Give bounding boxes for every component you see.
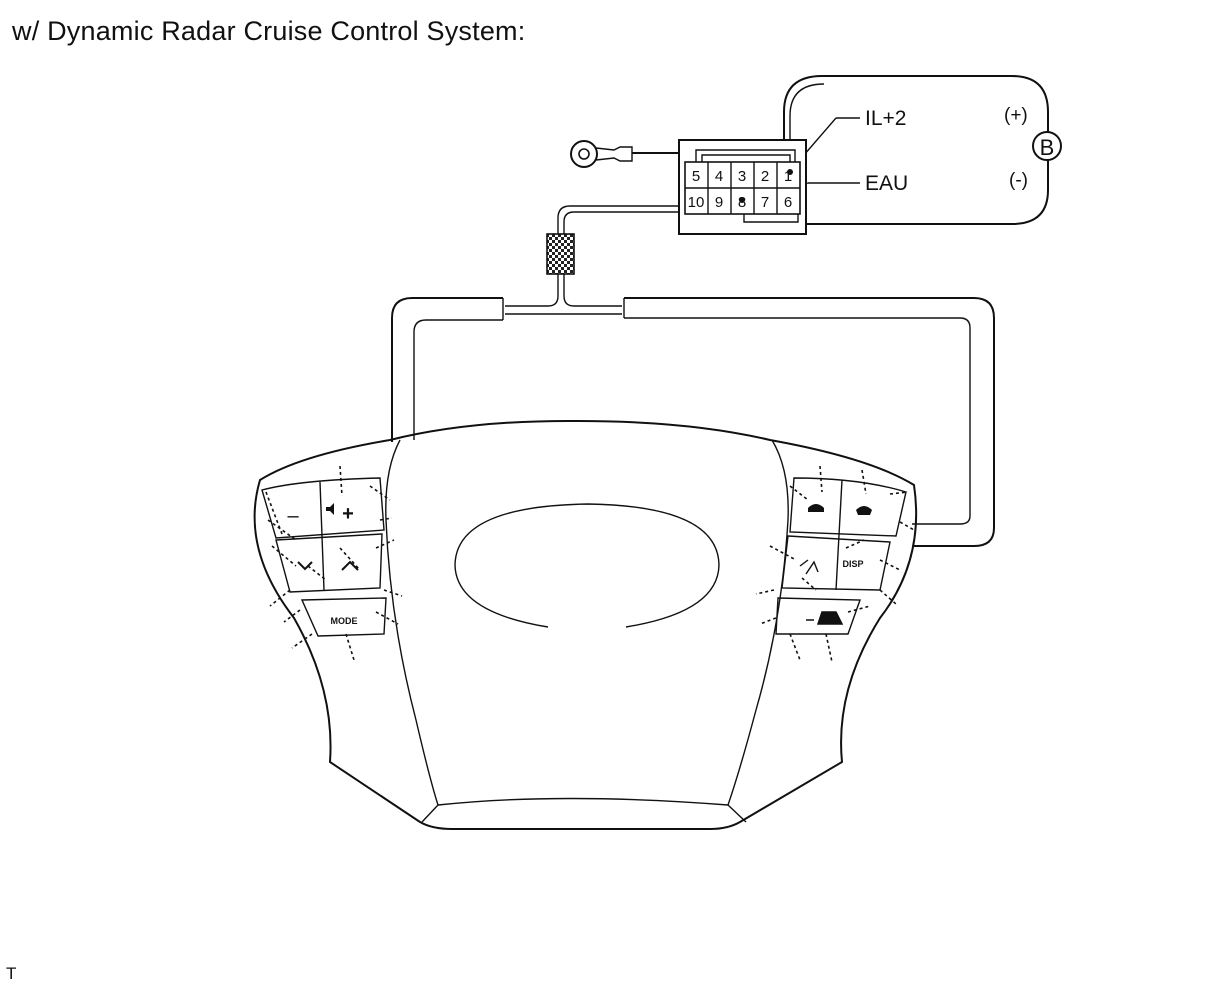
seek-down-icon[interactable] — [297, 561, 313, 571]
harness-left-loop — [391, 297, 503, 442]
pin-3: 3 — [738, 168, 746, 185]
corner-mark: T — [6, 964, 17, 983]
pin-1: 1 — [784, 168, 792, 185]
harness-right-loop — [624, 297, 995, 547]
eau-terminal-label: EAU — [865, 172, 908, 195]
pin-2: 2 — [761, 168, 769, 185]
harness-drop — [557, 205, 679, 234]
harness-clamp — [546, 233, 575, 275]
il2-terminal-label: IL+2 — [865, 107, 906, 130]
mode-button[interactable]: MODE — [331, 616, 358, 626]
pin-6: 6 — [784, 194, 792, 211]
emblem-oval — [454, 503, 720, 628]
voice-command-icon[interactable] — [799, 559, 819, 575]
left-switch-cluster — [261, 465, 403, 661]
harness-left-loop-inner — [413, 319, 503, 440]
distance-control-icon[interactable] — [806, 611, 844, 625]
pin-8-probe-dot — [739, 197, 745, 203]
volume-up-button[interactable]: + — [342, 503, 354, 525]
ground-ring-hole — [578, 148, 590, 160]
ring-terminal-crimp — [595, 146, 633, 162]
battery-wire-loop — [749, 75, 1049, 225]
pad-edge-left — [421, 804, 439, 823]
pin-5: 5 — [692, 168, 700, 185]
pin-4: 4 — [715, 168, 723, 185]
harness-branch-left — [505, 274, 559, 307]
pin-9: 9 — [715, 194, 723, 211]
battery-label: B — [1040, 135, 1055, 160]
connector — [678, 139, 807, 235]
battery-positive-label: (+) — [1004, 105, 1028, 126]
disp-button[interactable]: DISP — [842, 559, 863, 569]
harness-right-loop-inner — [624, 317, 971, 525]
volume-down-button[interactable]: – — [287, 505, 299, 527]
battery-symbol — [1032, 131, 1062, 161]
pin-1-probe-dot — [787, 169, 793, 175]
pin-10: 10 — [688, 194, 705, 211]
battery-wire-inner — [789, 83, 825, 172]
diagram-title: w/ Dynamic Radar Cruise Control System: — [12, 16, 526, 46]
battery-negative-label: (-) — [1009, 170, 1028, 191]
steering-wheel-pad — [253, 419, 918, 830]
phone-off-hook-icon[interactable] — [808, 504, 824, 512]
harness-drop-inner — [563, 211, 679, 234]
right-switch-cluster — [755, 465, 915, 663]
seek-up-icon[interactable] — [341, 560, 359, 571]
harness-branch-right — [563, 274, 622, 307]
pin-7: 7 — [761, 194, 769, 211]
pad-edge-right — [727, 804, 747, 823]
airbag-cover-outline — [385, 439, 789, 806]
phone-on-hook-icon[interactable] — [856, 506, 872, 515]
speaker-icon — [326, 503, 334, 515]
